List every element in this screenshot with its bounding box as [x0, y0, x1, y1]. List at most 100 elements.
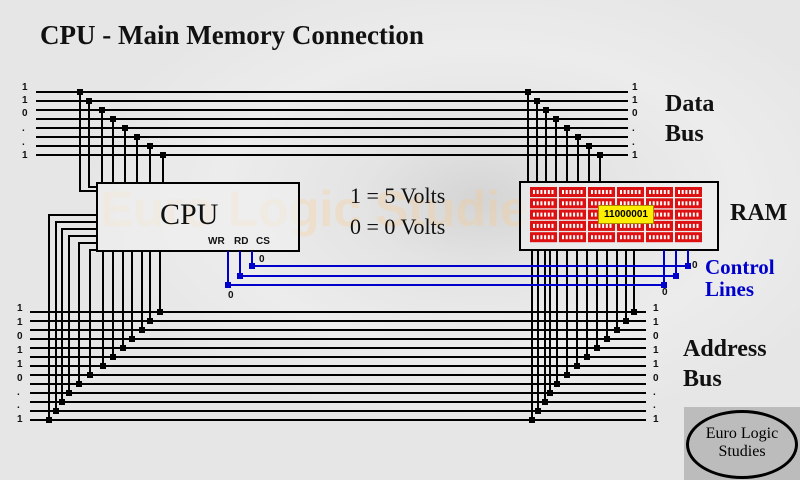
- junction-dot: [160, 152, 166, 158]
- wire: [79, 92, 97, 192]
- control-line-wr: [227, 250, 665, 286]
- memory-cell-bit: [663, 212, 666, 217]
- memory-cell: [588, 198, 615, 209]
- memory-cell-bit: [623, 201, 626, 206]
- memory-cell-bit: [678, 201, 680, 206]
- junction-dot: [100, 363, 106, 369]
- cpu-box: [96, 182, 300, 252]
- data-bus-label-1: Data: [665, 91, 715, 117]
- memory-cell-bit: [667, 201, 670, 206]
- junction-dot: [661, 282, 667, 288]
- memory-cell-bit: [663, 190, 666, 194]
- memory-cell-bit: [689, 212, 692, 217]
- control-lines-label-2: Lines: [705, 277, 755, 301]
- memory-cell-bit: [620, 190, 622, 194]
- memory-cell-bit: [591, 235, 593, 240]
- memory-cell-bit: [649, 190, 651, 194]
- memory-cell-bit: [667, 223, 670, 228]
- cpu-label: CPU: [160, 198, 219, 231]
- memory-cell: [617, 187, 644, 197]
- memory-cell-bit: [681, 223, 684, 228]
- memory-cell-bit: [638, 201, 641, 206]
- data-bit-right: .: [632, 123, 635, 134]
- page-title: CPU - Main Memory Connection: [40, 20, 424, 50]
- memory-cell-bit: [623, 223, 626, 228]
- memory-cell-bit: [576, 235, 579, 240]
- junction-dot: [120, 345, 126, 351]
- memory-cell-bit: [551, 212, 554, 217]
- memory-cell: [617, 232, 644, 243]
- memory-cell-bit: [627, 235, 630, 240]
- junction-dot: [122, 125, 128, 131]
- memory-cell-bit: [634, 235, 637, 240]
- memory-cell-bit: [569, 223, 572, 228]
- address-bit-left: .: [17, 400, 20, 411]
- memory-cell-bit: [540, 190, 543, 194]
- junction-dot: [110, 354, 116, 360]
- memory-cell-bit: [696, 223, 699, 228]
- junction-dot: [575, 134, 581, 140]
- memory-cell-bit: [598, 235, 601, 240]
- memory-cell-bit: [685, 212, 688, 217]
- ram-wr-value: 0: [662, 287, 668, 298]
- memory-cell-bit: [580, 235, 583, 240]
- memory-cell-bit: [551, 223, 554, 228]
- junction-dot: [87, 372, 93, 378]
- memory-cell-bit: [602, 190, 605, 194]
- address-bit-left: 1: [17, 414, 23, 425]
- memory-cell: [559, 187, 586, 197]
- memory-cell-bit: [547, 223, 550, 228]
- memory-cell-bit: [551, 201, 554, 206]
- junction-dot: [525, 89, 531, 95]
- memory-cell: [588, 232, 615, 243]
- memory-cell-bit: [540, 201, 543, 206]
- memory-cell-bit: [620, 223, 622, 228]
- junction-dot: [66, 390, 72, 396]
- junction-dot: [99, 107, 105, 113]
- memory-cell-bit: [692, 223, 695, 228]
- memory-cell-bit: [594, 212, 597, 217]
- memory-cell-bit: [605, 235, 608, 240]
- data-bit-left: 1: [22, 95, 28, 106]
- memory-cell-bit: [667, 212, 670, 217]
- memory-cell-bit: [576, 212, 579, 217]
- junction-dot: [237, 273, 243, 279]
- memory-cell: [646, 232, 673, 243]
- memory-cell-bit: [663, 201, 666, 206]
- junction-dot: [542, 399, 548, 405]
- memory-cell-bit: [634, 223, 637, 228]
- memory-cell-bit: [565, 190, 568, 194]
- memory-cell-bit: [649, 235, 651, 240]
- memory-cell-bit: [681, 201, 684, 206]
- data-bit-right: 1: [632, 95, 638, 106]
- memory-cell: [675, 209, 702, 220]
- data-bit-right: 1: [632, 82, 638, 93]
- junction-dot: [685, 263, 691, 269]
- memory-cell: [530, 220, 557, 231]
- memory-cell-bit: [685, 223, 688, 228]
- wire: [89, 249, 97, 375]
- memory-cell-bit: [569, 190, 572, 194]
- logo-line-1: Euro Logic: [705, 425, 779, 442]
- memory-cell-bit: [536, 201, 539, 206]
- memory-cell: [588, 187, 615, 197]
- memory-cell-bit: [605, 223, 608, 228]
- memory-cell-bit: [656, 235, 659, 240]
- memory-cell-bit: [544, 201, 547, 206]
- memory-cell-bit: [660, 223, 663, 228]
- control-lines-label-1: Control: [705, 255, 775, 279]
- junction-dot: [46, 417, 52, 423]
- memory-cell-bit: [576, 201, 579, 206]
- memory-cell-bit: [656, 190, 659, 194]
- memory-cell-bit: [565, 223, 568, 228]
- wire: [61, 228, 97, 402]
- memory-cell-bit: [685, 201, 688, 206]
- memory-cell-bit: [594, 201, 597, 206]
- memory-cell: [646, 209, 673, 220]
- junction-dot: [631, 309, 637, 315]
- memory-cell-bit: [605, 190, 608, 194]
- memory-cell-bit: [576, 190, 579, 194]
- junction-dot: [564, 372, 570, 378]
- memory-cell-bit: [594, 235, 597, 240]
- memory-cell-bit: [663, 223, 666, 228]
